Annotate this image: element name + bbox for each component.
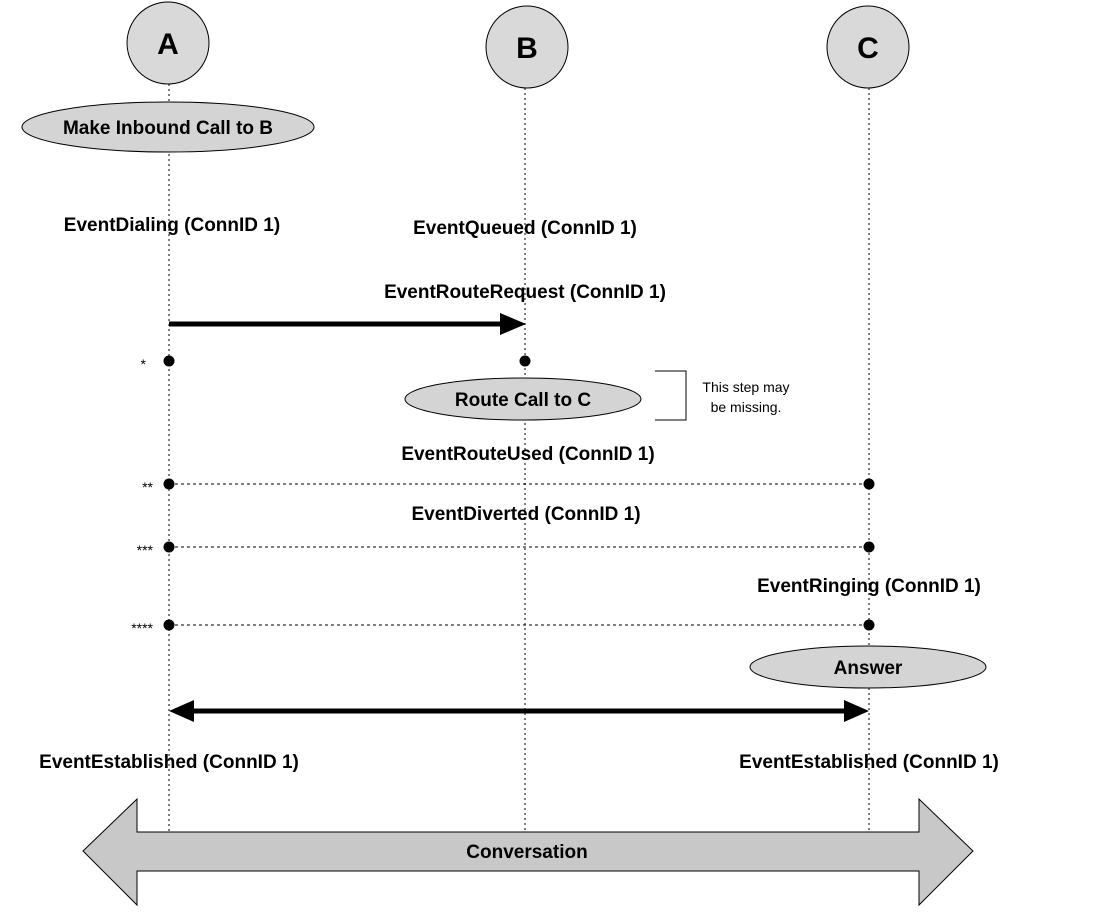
dot-a-3	[163, 541, 175, 553]
event-route-request-label: EventRouteRequest (ConnID 1)	[384, 282, 666, 303]
event-queued-label: EventQueued (ConnID 1)	[413, 218, 637, 239]
event-dialing-label: EventDialing (ConnID 1)	[64, 215, 280, 236]
dot-a-2	[163, 478, 175, 490]
participant-a-label: A	[157, 28, 179, 61]
note-bracket	[655, 370, 687, 421]
event-established-a-label: EventEstablished (ConnID 1)	[39, 752, 299, 773]
dot-c-2	[863, 478, 875, 490]
dot-c-4	[863, 619, 875, 631]
star-marker-2: **	[142, 479, 153, 495]
action-answer: Answer	[749, 645, 987, 689]
arrow-route-request	[169, 313, 526, 335]
conversation-label: Conversation	[466, 842, 587, 863]
conversation-arrow: Conversation	[82, 797, 974, 907]
dot-a-4	[163, 619, 175, 631]
participant-a: A	[126, 1, 210, 85]
action-make-call-label: Make Inbound Call to B	[63, 118, 273, 139]
dot-a-1	[163, 355, 175, 367]
action-route-call-label: Route Call to C	[455, 390, 591, 411]
dot-b-1	[519, 355, 531, 367]
action-route-call: Route Call to C	[404, 377, 642, 421]
arrow-established	[169, 700, 869, 722]
note-line-2: be missing.	[711, 399, 782, 415]
participant-b: B	[485, 5, 569, 89]
dot-c-3	[863, 541, 875, 553]
note-line-1: This step may	[702, 379, 789, 395]
event-diverted-label: EventDiverted (ConnID 1)	[411, 504, 640, 525]
action-answer-label: Answer	[834, 658, 903, 679]
participant-c-label: C	[857, 32, 879, 65]
star-marker-3: ***	[137, 542, 154, 558]
action-make-call: Make Inbound Call to B	[21, 101, 315, 153]
participant-b-label: B	[516, 32, 538, 65]
star-marker-1: *	[141, 356, 147, 372]
participant-c: C	[826, 5, 910, 89]
event-ringing-label: EventRinging (ConnID 1)	[757, 576, 981, 597]
event-route-used-label: EventRouteUsed (ConnID 1)	[401, 444, 654, 465]
event-established-c-label: EventEstablished (ConnID 1)	[739, 752, 999, 773]
star-marker-4: ****	[131, 620, 153, 636]
